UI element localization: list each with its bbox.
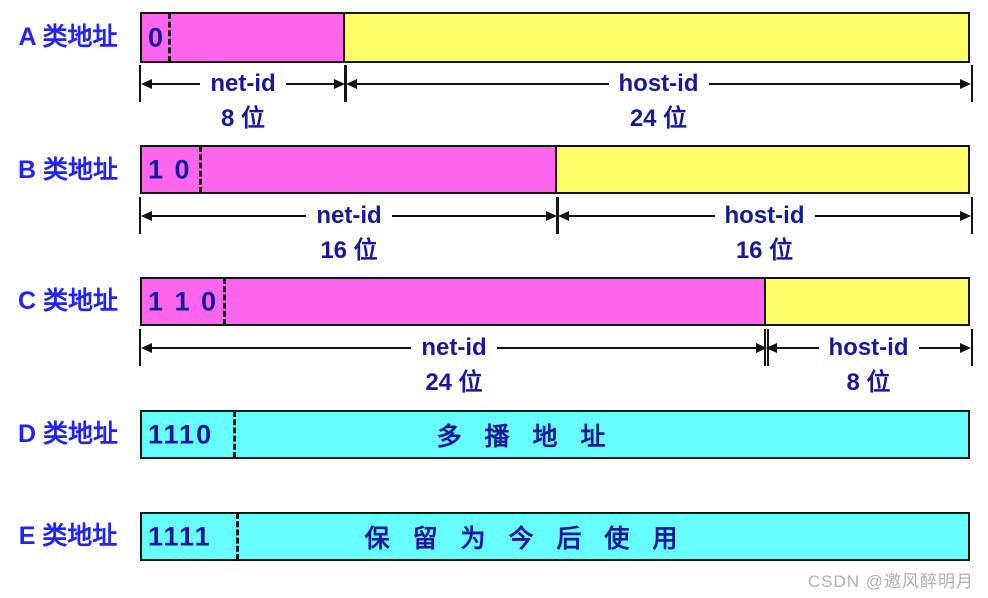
measure-tick	[764, 329, 766, 366]
measure-tick	[971, 197, 973, 234]
arrow-right-icon	[334, 79, 346, 89]
arrow-left-icon	[141, 79, 152, 89]
class-b-prefix-bits: 1 0	[148, 154, 192, 184]
class-b-host-id-segment	[557, 147, 968, 192]
arrow-right-icon	[960, 79, 972, 89]
net-id-size: 16 位	[320, 237, 378, 264]
class-b-net-id-measure: net-id 16 位	[139, 197, 559, 264]
class-e-description: 保 留 为 今 后 使 用	[364, 524, 686, 553]
class-e-bit-divider-dashed-line	[236, 513, 239, 560]
arrow-right-icon	[546, 211, 558, 221]
measure-arrow-line: net-id	[141, 70, 346, 97]
class-a-bar: 0	[140, 12, 970, 63]
host-id-size: 8 位	[846, 369, 891, 396]
class-d-prefix-bits: 1110	[148, 419, 214, 449]
net-id-name: net-id	[316, 202, 382, 229]
net-id-name: net-id	[421, 334, 487, 361]
measure-arrow-line: net-id	[141, 202, 558, 229]
net-id-size: 8 位	[220, 105, 265, 132]
class-e-bar: 1111 保 留 为 今 后 使 用	[140, 512, 970, 561]
class-a-label: A 类地址	[18, 23, 118, 51]
class-b-bar: 1 0	[140, 145, 970, 194]
class-a-host-id-measure: host-id 24 位	[344, 65, 973, 132]
class-c-net-id-measure: net-id 24 位	[139, 329, 769, 396]
measure-arrow-line: host-id	[346, 70, 972, 97]
net-id-name: net-id	[210, 70, 276, 97]
arrow-right-icon	[960, 343, 972, 353]
class-e-prefix-bits: 1111	[148, 521, 212, 551]
measure-arrow-line: net-id	[141, 334, 768, 361]
arrow-left-icon	[141, 211, 152, 221]
measure-tick	[139, 65, 141, 102]
class-b-bit-divider-dashed-line	[199, 146, 202, 193]
arrow-left-icon	[558, 211, 569, 221]
class-a-bit-divider-dashed-line	[168, 13, 171, 62]
class-c-net-id-segment	[142, 279, 766, 324]
class-a-prefix-bits: 0	[148, 22, 166, 52]
class-e-label: E 类地址	[18, 522, 118, 550]
class-b-label: B 类地址	[17, 156, 118, 184]
measure-tick	[139, 197, 141, 234]
class-d-bit-divider-dashed-line	[233, 411, 236, 458]
class-d-bar: 1110 多 播 地 址	[140, 410, 970, 459]
arrow-left-icon	[346, 79, 357, 89]
host-id-name: host-id	[724, 202, 805, 229]
measure-tick	[971, 329, 973, 366]
class-a-net-id-measure: net-id 8 位	[139, 65, 347, 132]
class-c-bit-divider-dashed-line	[223, 278, 226, 325]
host-id-size: 24 位	[629, 105, 688, 132]
arrow-left-icon	[766, 343, 777, 353]
class-c-host-id-segment	[766, 279, 968, 324]
measure-tick	[139, 329, 141, 366]
arrow-right-icon	[960, 211, 972, 221]
host-id-size: 16 位	[735, 237, 794, 264]
class-d-description: 多 播 地 址	[436, 422, 614, 451]
class-b-net-id-segment	[142, 147, 557, 192]
measure-tick	[556, 197, 558, 234]
net-id-size: 24 位	[425, 369, 483, 396]
measure-tick	[971, 65, 973, 102]
class-c-bar: 1 1 0	[140, 277, 970, 326]
measure-tick	[344, 65, 346, 102]
class-c-prefix-bits: 1 1 0	[148, 286, 219, 316]
class-c-host-id-measure: host-id 8 位	[764, 329, 973, 396]
measure-arrow-line: host-id	[558, 202, 972, 229]
arrow-right-icon	[756, 343, 768, 353]
measure-arrow-line: host-id	[766, 334, 972, 361]
class-b-host-id-measure: host-id 16 位	[556, 197, 973, 264]
arrow-left-icon	[141, 343, 152, 353]
class-a-net-id-segment	[142, 14, 345, 61]
csdn-watermark: CSDN @邀风醉明月	[807, 572, 974, 591]
host-id-name: host-id	[618, 70, 699, 97]
class-d-label: D 类地址	[17, 420, 118, 448]
class-a-host-id-segment	[345, 14, 968, 61]
class-c-label: C 类地址	[17, 287, 118, 315]
host-id-name: host-id	[828, 334, 909, 361]
